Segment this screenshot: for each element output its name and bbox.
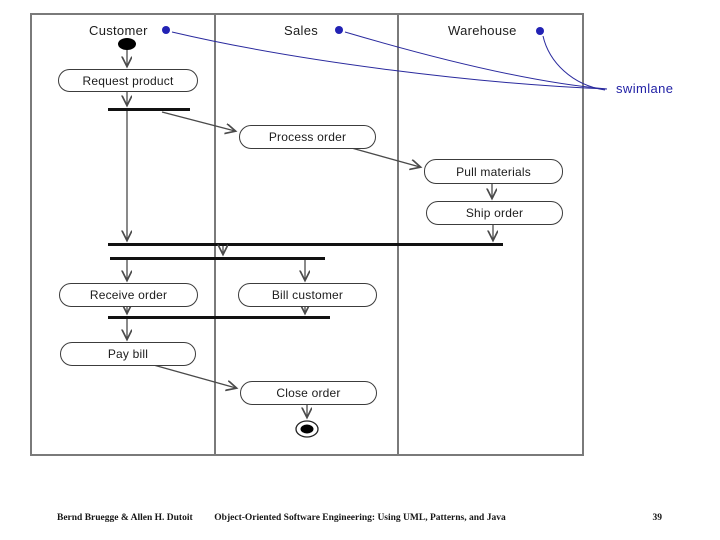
lane-header-warehouse: Warehouse [448,23,517,38]
activity-label: Pay bill [107,347,149,361]
lane-label: Warehouse [448,23,517,38]
activity-label: Request product [82,73,174,88]
fork-join-bars [108,108,503,319]
swimlane-annotation-label: swimlane [616,81,674,96]
activity-ship-order: Ship order [426,201,563,225]
activity-receive-order: Receive order [59,283,198,307]
activity-label: Ship order [465,206,524,220]
footer-book-title: Object-Oriented Software Engineering: Us… [214,513,506,523]
activity-pay-bill: Pay bill [60,342,196,366]
lane-marker-dot [162,26,170,34]
initial-state-node [118,38,136,50]
fork-bar [108,108,190,111]
activity-label: Bill customer [271,288,344,302]
activity-request-product: Request product [58,69,198,92]
activity-bill-customer: Bill customer [238,283,377,307]
swimlane-annotation-curves [171,31,608,91]
lane-header-customer: Customer [89,23,148,38]
fork-bar [110,257,325,260]
activity-close-order: Close order [240,381,377,405]
footer-author: Bernd Bruegge & Allen H. Dutoit [57,513,193,523]
lane-label: Customer [89,23,148,38]
join-bar [108,243,503,246]
join-bar [108,316,330,319]
activity-label: Close order [276,386,341,400]
lane-label: Sales [284,23,319,38]
lane-marker-dot [536,27,544,35]
footer-page-number: 39 [652,513,663,523]
activity-label: Pull materials [456,164,531,179]
activity-label: Receive order [89,288,168,302]
activity-label: Process order [268,130,347,144]
activity-process-order: Process order [239,125,376,149]
final-state-node [295,420,319,438]
activity-pull-materials: Pull materials [424,159,563,184]
lane-marker-dots [162,26,544,35]
slide-footer: Bernd Bruegge & Allen H. Dutoit Object-O… [0,510,720,530]
lane-marker-dot [335,26,343,34]
lane-header-sales: Sales [284,23,318,38]
